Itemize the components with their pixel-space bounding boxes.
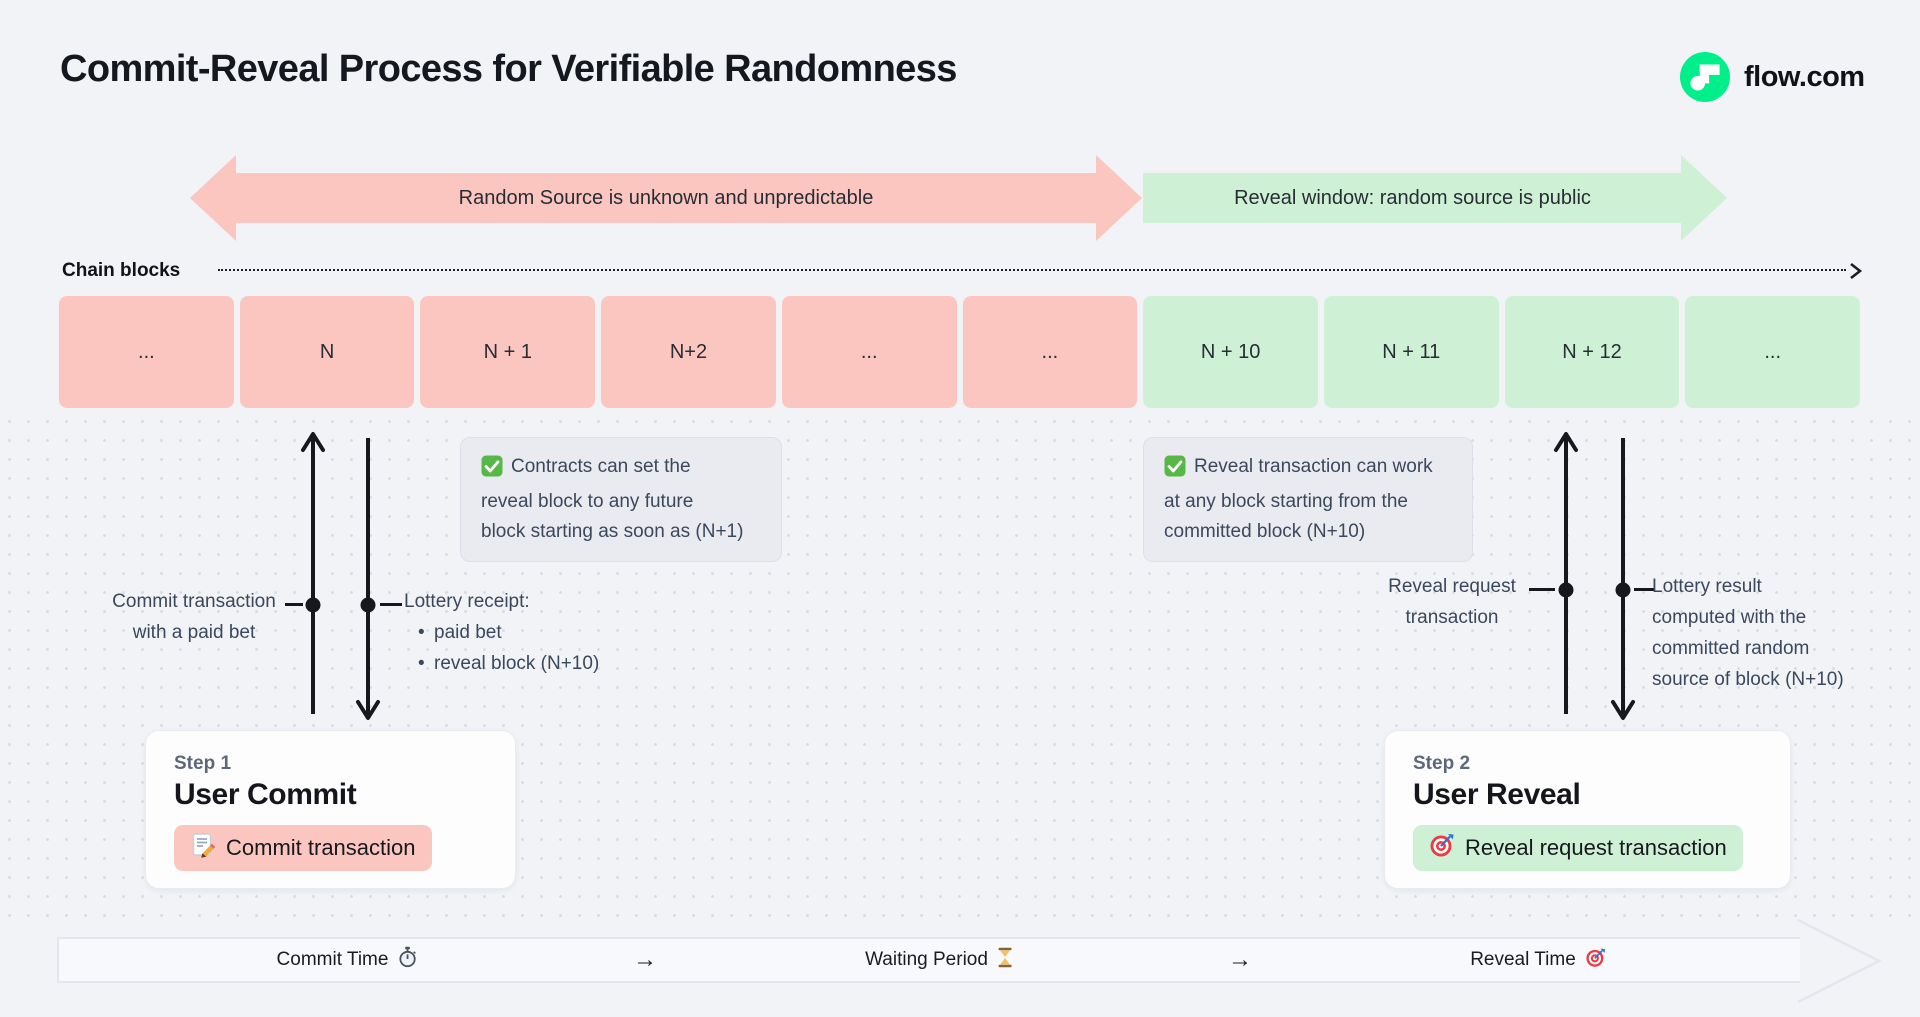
commit-band-right-arrowhead [1096, 155, 1142, 241]
lottery-receipt-item: • reveal block (N+10) [404, 648, 599, 679]
commit-phase-band: Random Source is unknown and unpredictab… [236, 173, 1096, 223]
note-line: reveal block to any future [481, 491, 694, 512]
note-line: Contracts can set the [511, 456, 691, 477]
brand: flow.com [1680, 52, 1865, 102]
reveal-up-arrow [1554, 432, 1578, 714]
connector-line [285, 603, 303, 606]
chain-block: ... [962, 296, 1138, 408]
connector-line [1634, 588, 1654, 591]
chain-block: N+2 [601, 296, 776, 408]
timeline-arrowhead-icon [1797, 918, 1882, 1004]
step2-title: User Reveal [1413, 778, 1581, 811]
step1-card: Step 1 User Commit Commit transaction [145, 730, 516, 889]
check-icon [1164, 455, 1186, 487]
receipt-down-arrow [356, 438, 380, 720]
chain-dotted-line [218, 269, 1846, 271]
note-line: committed block (N+10) [1164, 521, 1366, 542]
commit-phase-label: Random Source is unknown and unpredictab… [458, 186, 874, 209]
reveal-phase-band: Reveal window: random source is public [1143, 173, 1682, 223]
stopwatch-icon [397, 946, 417, 974]
commit-note-box: Contracts can set the reveal block to an… [460, 437, 782, 562]
lottery-result-annotation: Lottery result computed with the committ… [1652, 576, 1844, 690]
timeline-reveal-time: Reveal Time [1470, 937, 1606, 983]
result-down-arrow [1611, 438, 1635, 720]
reveal-request-annotation: Reveal request transaction [1388, 576, 1516, 628]
pill-label: Reveal request transaction [1465, 835, 1727, 860]
step2-eyebrow: Step 2 [1413, 753, 1471, 774]
check-icon [481, 455, 503, 487]
timeline-commit-time: Commit Time [277, 937, 418, 983]
reveal-note-box: Reveal transaction can work at any block… [1143, 437, 1473, 562]
connector-line [1529, 588, 1555, 591]
reveal-phase-label: Reveal window: random source is public [1234, 186, 1591, 209]
commit-transaction-pill: Commit transaction [174, 825, 432, 871]
hourglass-icon [997, 947, 1013, 974]
chain-block: N + 1 [420, 296, 596, 408]
reveal-band-right-arrowhead [1681, 155, 1727, 241]
timeline-arrow: → [633, 946, 657, 973]
chain-block: N + 10 [1143, 296, 1318, 408]
target-icon [1429, 832, 1455, 864]
chain-block: N + 12 [1504, 296, 1680, 408]
commit-band-left-arrowhead [190, 155, 236, 241]
lottery-receipt-title: Lottery receipt: [404, 591, 530, 612]
reveal-request-pill: Reveal request transaction [1413, 825, 1743, 871]
chain-block: ... [1685, 296, 1861, 408]
chain-blocks-label: Chain blocks [62, 260, 181, 281]
pill-label: Commit transaction [226, 835, 416, 860]
step1-eyebrow: Step 1 [174, 753, 232, 774]
page-title: Commit-Reveal Process for Verifiable Ran… [60, 48, 957, 90]
chain-block: N [239, 296, 415, 408]
timeline-waiting-period: Waiting Period [865, 937, 1013, 983]
chain-blocks-row: ... N N + 1 N+2 ... ... N + 10 N + 11 N … [59, 296, 1861, 408]
step1-title: User Commit [174, 778, 357, 811]
bullet-icon: • [418, 653, 425, 674]
commit-up-arrow [301, 432, 325, 714]
note-line: Reveal transaction can work [1194, 456, 1433, 477]
bullet-icon: • [418, 622, 425, 643]
timeline-arrow: → [1228, 946, 1252, 973]
chain-block: ... [59, 296, 234, 408]
step2-card: Step 2 User Reveal Reveal request transa… [1384, 730, 1791, 889]
brand-name: flow.com [1744, 60, 1865, 93]
timeline-bar [57, 937, 1800, 983]
commit-transaction-annotation: Commit transaction with a paid bet [112, 591, 276, 643]
note-line: block starting as soon as (N+1) [481, 521, 744, 542]
lottery-receipt-item: • paid bet [404, 617, 599, 648]
connector-line [380, 603, 402, 606]
target-icon [1585, 947, 1606, 974]
lottery-receipt-annotation: Lottery receipt: • paid bet • reveal blo… [404, 586, 599, 679]
chain-block: ... [781, 296, 957, 408]
flow-logo-icon [1680, 52, 1730, 102]
chain-arrowhead-icon [1850, 262, 1863, 280]
chain-block: N + 11 [1323, 296, 1499, 408]
note-line: at any block starting from the [1164, 491, 1408, 512]
memo-icon [190, 832, 216, 864]
